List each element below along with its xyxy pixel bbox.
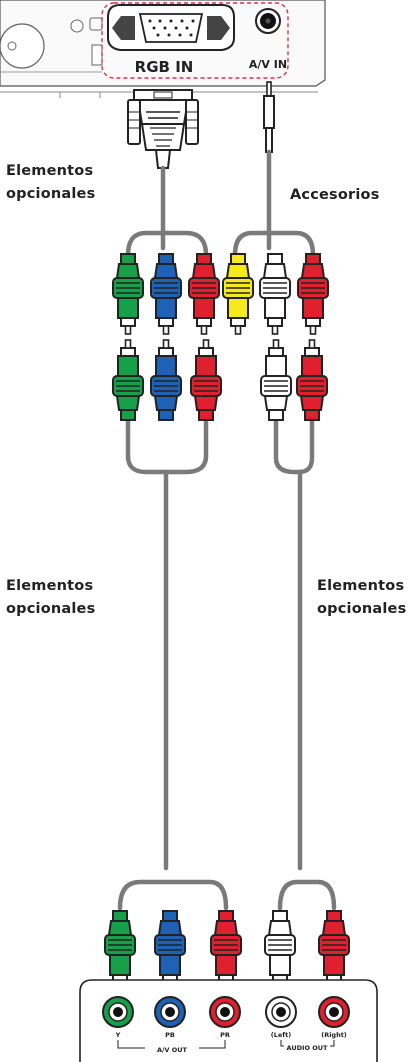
optional-right-line1: Elementos xyxy=(317,578,405,594)
optional-items-label-right: Elementos opcionales xyxy=(317,575,406,621)
input-highlight-box xyxy=(101,2,289,79)
rca-plug-mid-red-audio xyxy=(296,339,328,421)
rca-plug-top-blue xyxy=(150,253,182,335)
av-minijack-plug xyxy=(263,81,275,153)
output-jack-right xyxy=(318,996,350,1028)
optional-top-line2: opcionales xyxy=(6,186,96,203)
cable-group xyxy=(117,149,337,911)
optional-left-line1: Elementos xyxy=(6,578,94,594)
output-brackets xyxy=(117,1040,335,1049)
cable-segment-2 xyxy=(125,230,209,258)
rgb-in-port: RGB IN xyxy=(107,4,235,76)
av-in-label: A/V IN xyxy=(249,58,287,71)
jack-label-right: (Right) xyxy=(321,1031,347,1039)
jack-label-pr: PR xyxy=(220,1031,230,1039)
cable-segment-5 xyxy=(125,415,209,475)
rca-plug-group xyxy=(104,253,350,992)
control-dial xyxy=(0,23,45,69)
cable-segment-10 xyxy=(277,879,337,911)
output-jack-pb xyxy=(154,996,186,1028)
output-jack-y xyxy=(102,996,134,1028)
optional-top-line1: Elementos xyxy=(6,163,94,179)
rca-plug-top-red-audio xyxy=(297,253,329,335)
optional-items-label-top: Elementos opcionales xyxy=(6,160,95,206)
jack-label-y: Y xyxy=(115,1031,121,1039)
rca-plug-mid-white xyxy=(260,339,292,421)
rca-plug-top-white xyxy=(259,253,291,335)
rca-plug-mid-green xyxy=(112,339,144,421)
rca-plug-mid-red xyxy=(190,339,222,421)
rca-plug-bottom-white xyxy=(264,910,296,992)
output-jack-pr xyxy=(209,996,241,1028)
av-out-label: A/V OUT xyxy=(157,1046,188,1054)
rgb-in-label: RGB IN xyxy=(135,58,194,76)
optional-items-label-left: Elementos opcionales xyxy=(6,575,95,621)
rca-plug-top-red xyxy=(188,253,220,335)
accessories-label: Accesorios xyxy=(290,187,380,203)
rca-plug-bottom-red xyxy=(210,910,242,992)
rca-plug-mid-blue xyxy=(150,339,182,421)
indicator-button xyxy=(89,17,103,31)
optional-left-line2: opcionales xyxy=(6,601,96,618)
optional-right-line2: opcionales xyxy=(317,601,407,618)
rca-plug-top-yellow xyxy=(222,253,254,335)
jack-label-left: (Left) xyxy=(271,1031,291,1039)
vga-plug xyxy=(127,89,199,169)
cable-segment-9 xyxy=(117,879,229,911)
rca-plug-top-green xyxy=(112,253,144,335)
output-panel: Y PB PR (Left) (Right) A/V OUT AUDIO OUT xyxy=(79,979,378,1062)
rca-plug-bottom-green xyxy=(104,910,136,992)
av-in-port: A/V IN xyxy=(249,8,287,71)
rca-plug-bottom-red-audio xyxy=(318,910,350,992)
audio-out-label: AUDIO OUT xyxy=(287,1044,329,1052)
output-jack-group xyxy=(102,996,350,1028)
output-jack-left xyxy=(265,996,297,1028)
rca-plug-bottom-blue xyxy=(154,910,186,992)
cable-segment-7 xyxy=(273,415,315,475)
jack-label-pb: PB xyxy=(165,1031,175,1039)
cable-segment-4 xyxy=(232,230,316,258)
